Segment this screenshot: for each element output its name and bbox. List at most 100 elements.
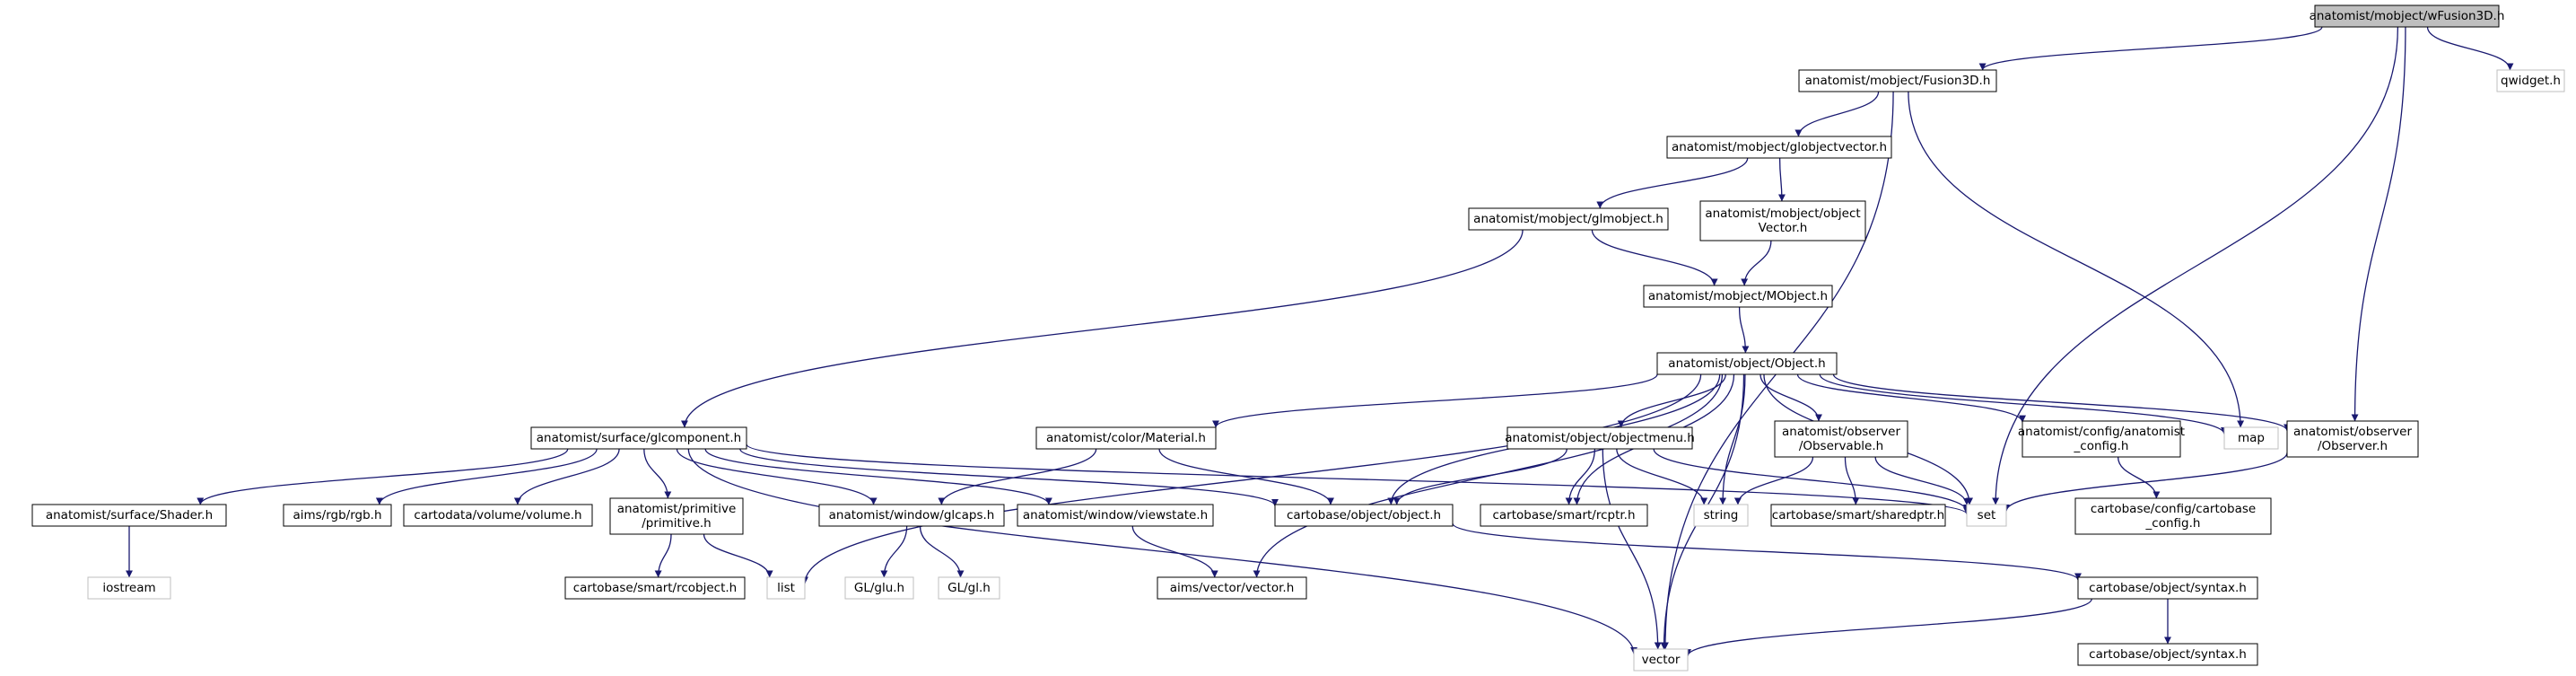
edge-viewstate-to-vectorh [1131, 525, 1218, 578]
edge-observable-to-set [1874, 456, 1970, 505]
edge-fusion3d-to-map [1908, 91, 2245, 428]
edge-mobject-to-object [1738, 306, 1750, 354]
edge-syntax-to-vector [1684, 598, 2092, 657]
node-box-list [766, 576, 806, 600]
node-label-observable: /Observable.h [1799, 439, 1883, 453]
node-rgb[interactable]: aims/rgb/rgb.h [283, 504, 392, 527]
node-box-glcomponent [530, 426, 747, 450]
edge-wfusion3d-to-set [1992, 26, 2399, 505]
edge-glcomponent-to-set [746, 443, 1970, 515]
node-label-syntax2: cartobase/object/syntax.h [2089, 647, 2247, 662]
edge-object-to-observable [1760, 373, 1822, 422]
edge-objectmenu-to-set [1653, 448, 1970, 513]
node-label-sharedptr: cartobase/smart/sharedptr.h [1772, 508, 1944, 522]
node-box-wfusion3d [2314, 4, 2500, 28]
node-label-shader: anatomist/surface/Shader.h [46, 508, 213, 522]
node-wfusion3d[interactable]: anatomist/mobject/wFusion3D.h [2310, 4, 2505, 28]
node-label-list: list [777, 581, 795, 595]
edge-objectmenu-to-string [1616, 448, 1708, 505]
node-primitive[interactable]: anatomist/primitive/primitive.h [609, 497, 744, 535]
node-label-viewstate: anatomist/window/viewstate.h [1023, 508, 1208, 522]
edge-anaconfig-to-cartoconfig [2117, 456, 2161, 499]
node-box-string [1693, 504, 1749, 527]
node-syntax[interactable]: cartobase/object/syntax.h [2077, 576, 2258, 600]
node-box-glu [844, 576, 914, 600]
node-glu: GL/glu.h [844, 576, 914, 600]
edge-fusion3d-to-globjectvector [1794, 91, 1880, 137]
node-material[interactable]: anatomist/color/Material.h [1035, 426, 1217, 450]
node-objectmenu[interactable]: anatomist/object/objectmenu.h [1505, 426, 1695, 450]
edge-objectmenu-to-vector [1602, 448, 1662, 650]
node-object[interactable]: anatomist/object/Object.h [1656, 352, 1838, 375]
node-box-glmobject [1468, 207, 1669, 231]
node-label-mobject: anatomist/mobject/MObject.h [1648, 289, 1828, 303]
node-label-volume: cartodata/volume/volume.h [414, 508, 581, 522]
node-glcaps[interactable]: anatomist/window/glcaps.h [818, 504, 1005, 527]
node-box-cartoconfig [2074, 497, 2272, 535]
edge-globjectvector-to-objectvector [1777, 157, 1786, 202]
edge-glcomponent-to-viewstate [704, 448, 1052, 505]
node-fusion3d[interactable]: anatomist/mobject/Fusion3D.h [1798, 69, 1997, 92]
node-label-glmobject: anatomist/mobject/glmobject.h [1473, 212, 1663, 226]
node-box-mobject [1643, 285, 1833, 308]
node-viewstate[interactable]: anatomist/window/viewstate.h [1017, 504, 1214, 527]
node-set: set [1966, 504, 2007, 527]
node-box-syntax2 [2077, 643, 2258, 666]
edge-object-to-material [1212, 373, 1658, 428]
node-observable[interactable]: anatomist/observer/Observable.h [1774, 420, 1908, 458]
node-label-gl: GL/gl.h [947, 581, 991, 595]
node-syntax2[interactable]: cartobase/object/syntax.h [2077, 643, 2258, 666]
edge-glcomponent-to-volume [513, 448, 620, 505]
node-box-rcobject [564, 576, 746, 600]
edge-primitive-to-rcobject [654, 533, 672, 578]
node-vectorh[interactable]: aims/vector/vector.h [1157, 576, 1307, 600]
node-label-qwidget: qwidget.h [2501, 74, 2561, 88]
edge-object-to-map [1819, 373, 2228, 435]
node-rcptr[interactable]: cartobase/smart/rcptr.h [1480, 504, 1648, 527]
node-label-cartoobject: cartobase/object/object.h [1287, 508, 1441, 522]
node-label-primitive: anatomist/primitive [617, 502, 737, 516]
node-box-map [2223, 426, 2279, 450]
node-label-glcaps: anatomist/window/glcaps.h [829, 508, 995, 522]
edge-object-to-string [1719, 373, 1746, 505]
node-anaconfig[interactable]: anatomist/config/anatomist_config.h [2018, 420, 2185, 458]
node-label-globjectvector: anatomist/mobject/globjectvector.h [1672, 140, 1887, 154]
node-string: string [1693, 504, 1749, 527]
node-label-glcomponent: anatomist/surface/glcomponent.h [537, 431, 741, 445]
node-globjectvector[interactable]: anatomist/mobject/globjectvector.h [1666, 136, 1892, 159]
node-box-object [1656, 352, 1838, 375]
node-observer[interactable]: anatomist/observer/Observer.h [2286, 420, 2419, 458]
node-mobject[interactable]: anatomist/mobject/MObject.h [1643, 285, 1833, 308]
node-volume[interactable]: cartodata/volume/volume.h [403, 504, 593, 527]
node-sharedptr[interactable]: cartobase/smart/sharedptr.h [1770, 504, 1946, 527]
node-label-primitive: /primitive.h [642, 516, 712, 531]
node-rcobject[interactable]: cartobase/smart/rcobject.h [564, 576, 746, 600]
node-glmobject[interactable]: anatomist/mobject/glmobject.h [1468, 207, 1669, 231]
node-box-rcptr [1480, 504, 1648, 527]
node-label-rgb: aims/rgb/rgb.h [293, 508, 381, 522]
node-cartoconfig[interactable]: cartobase/config/cartobase_config.h [2074, 497, 2272, 535]
node-cartoobject[interactable]: cartobase/object/object.h [1274, 504, 1454, 527]
node-label-rcobject: cartobase/smart/rcobject.h [573, 581, 738, 595]
node-glcomponent[interactable]: anatomist/surface/glcomponent.h [530, 426, 747, 450]
node-shader[interactable]: anatomist/surface/Shader.h [31, 504, 227, 527]
node-label-cartoconfig: cartobase/config/cartobase [2091, 502, 2256, 516]
node-box-anaconfig [2022, 420, 2181, 458]
node-box-vector [1633, 648, 1689, 672]
node-label-observable: anatomist/observer [1782, 425, 1900, 439]
node-box-syntax [2077, 576, 2258, 600]
node-label-objectmenu: anatomist/object/objectmenu.h [1505, 431, 1695, 445]
node-box-gl [938, 576, 1000, 600]
node-vector: vector [1633, 648, 1689, 672]
edge-globjectvector-to-glmobject [1596, 157, 1749, 209]
edge-wfusion3d-to-observer [2351, 26, 2406, 422]
edge-object-to-list [801, 373, 1702, 584]
edge-primitive-to-list [703, 533, 773, 578]
node-label-cartoconfig: _config.h [2145, 516, 2201, 531]
edge-glcomponent-to-primitive [643, 448, 672, 499]
node-gl: GL/gl.h [938, 576, 1000, 600]
node-label-vector: vector [1642, 653, 1681, 667]
node-label-set: set [1978, 508, 1996, 522]
node-box-objectvector [1699, 200, 1866, 241]
